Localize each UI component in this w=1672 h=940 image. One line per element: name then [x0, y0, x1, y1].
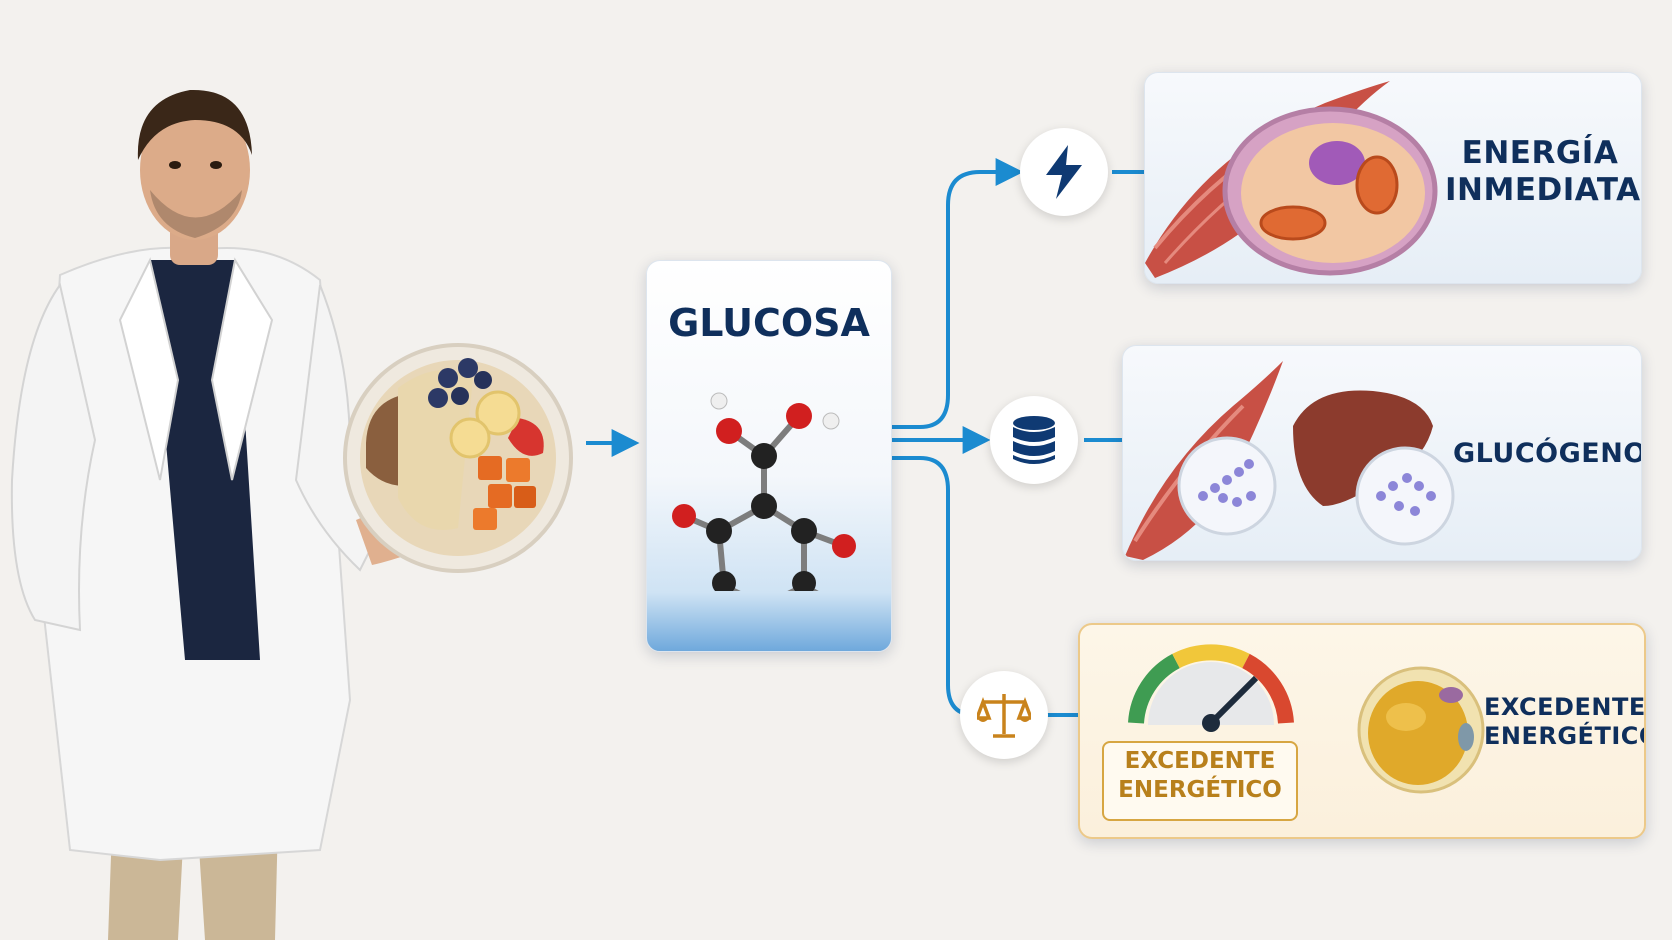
- surplus-node: [960, 671, 1048, 759]
- glucose-molecule-icon: [672, 392, 856, 591]
- immediate-energy-label-line1: ENERGÍA: [1461, 135, 1619, 171]
- gauge-meter-icon: [1128, 644, 1294, 732]
- glycogen-node: [990, 396, 1078, 484]
- arrow-glucose-to-surplus: [892, 456, 976, 717]
- balance-scale-icon: [977, 694, 1031, 738]
- energy-surplus-card: EXCEDENTE ENERGÉTICO EXCEDENTE ENERGÉTIC…: [1078, 623, 1646, 839]
- surplus-box-line2: ENERGÉTICO: [1118, 777, 1282, 804]
- lightning-bolt-icon: [1046, 145, 1082, 199]
- arrow-glucose-to-energy: [892, 158, 1024, 429]
- glycogen-label: GLUCÓGENO: [1453, 438, 1642, 469]
- immediate-energy-label-line2: INMEDIATA: [1445, 172, 1641, 209]
- surplus-text-box: EXCEDENTE ENERGÉTICO: [1102, 741, 1298, 821]
- glucose-title: GLUCOSA: [668, 301, 870, 345]
- fat-cell-illustration: [1357, 666, 1485, 794]
- surplus-label-line1: EXCEDENTE: [1484, 693, 1646, 721]
- glucose-card: GLUCOSA: [646, 260, 892, 652]
- surplus-box-line1: EXCEDENTE: [1124, 748, 1276, 774]
- database-storage-icon: [1013, 416, 1055, 464]
- immediate-energy-card: ENERGÍA INMEDIATA: [1144, 72, 1642, 284]
- muscle-cell-illustration: [1145, 81, 1438, 278]
- glycogen-card: GLUCÓGENO: [1122, 345, 1642, 561]
- surplus-label-line2: ENERGÉTICO: [1484, 721, 1646, 750]
- carbohydrate-bowl: [343, 343, 573, 573]
- energy-node: [1020, 128, 1108, 216]
- muscle-liver-illustration: [1125, 361, 1455, 560]
